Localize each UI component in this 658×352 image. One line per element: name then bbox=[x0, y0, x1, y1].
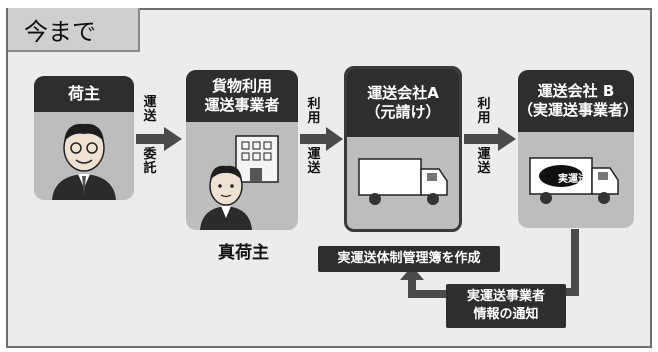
carrier-a-header: 運送会社A （元請け） bbox=[347, 69, 459, 137]
notify-box-line1: 実運送事業者 bbox=[466, 289, 545, 305]
edge-char: 委 bbox=[143, 147, 157, 162]
edge-label-use-transport-1: 利 用 運 送 bbox=[306, 98, 322, 176]
edge-char: 利 bbox=[477, 97, 491, 112]
shipper-header: 荷主 bbox=[34, 76, 134, 112]
true-shipper-caption: 真荷主 bbox=[218, 243, 269, 263]
businessman-icon bbox=[52, 123, 116, 200]
notify-box: 実運送事業者 情報の通知 bbox=[446, 284, 566, 328]
carrier-a-header-line1: 運送会社A bbox=[367, 84, 439, 103]
carrier-b-header-line1: 運送会社 B bbox=[537, 82, 615, 101]
carrier-a-header-line2: （元請け） bbox=[365, 103, 441, 121]
edge-char: 運 bbox=[143, 95, 157, 110]
edge-char: 送 bbox=[307, 161, 321, 176]
edge-label-consignment: 運 送 委 託 bbox=[142, 96, 158, 176]
arrow-notify-return bbox=[400, 229, 579, 298]
arrow-carrier-a-to-b bbox=[464, 127, 516, 151]
edge-char: 託 bbox=[143, 161, 157, 176]
notify-box-line2: 情報の通知 bbox=[473, 307, 539, 322]
edge-char: 送 bbox=[477, 161, 491, 176]
diagram-title: 今まで bbox=[8, 8, 140, 52]
office-building-icon bbox=[235, 135, 279, 183]
cargo-forwarder-header-line1: 貨物利用 bbox=[211, 77, 272, 96]
truck-icon bbox=[529, 157, 619, 204]
carrier-b-header-line2: （実運送事業者） bbox=[518, 101, 634, 119]
carrier-b-header: 運送会社 B （実運送事業者） bbox=[518, 70, 634, 132]
cargo-forwarder-header-line2: 運送事業者 bbox=[204, 96, 280, 114]
arrow-cargo-to-carrier-a bbox=[300, 127, 343, 151]
carrier-b-card: 運送会社 B （実運送事業者） 実運送 bbox=[518, 70, 634, 228]
cargo-forwarder-card: 貨物利用 運送事業者 bbox=[186, 70, 298, 230]
cargo-forwarder-header: 貨物利用 運送事業者 bbox=[186, 70, 298, 122]
edge-char: 利 bbox=[307, 97, 321, 112]
arrow-shipper-to-cargo bbox=[136, 127, 182, 151]
truck-icon bbox=[358, 158, 448, 205]
edge-char: 送 bbox=[143, 109, 157, 124]
edge-label-use-transport-2: 利 用 運 送 bbox=[476, 98, 492, 176]
truck-badge: 実運送 bbox=[558, 174, 588, 185]
edge-char: 用 bbox=[307, 111, 321, 126]
edge-char: 用 bbox=[477, 111, 491, 126]
shipper-card: 荷主 bbox=[34, 76, 134, 200]
edge-char: 運 bbox=[477, 147, 491, 162]
edge-char: 運 bbox=[307, 147, 321, 162]
register-box: 実運送体制管理簿を作成 bbox=[318, 246, 500, 272]
businessman-icon bbox=[200, 165, 252, 230]
carrier-a-card: 運送会社A （元請け） bbox=[344, 66, 462, 232]
